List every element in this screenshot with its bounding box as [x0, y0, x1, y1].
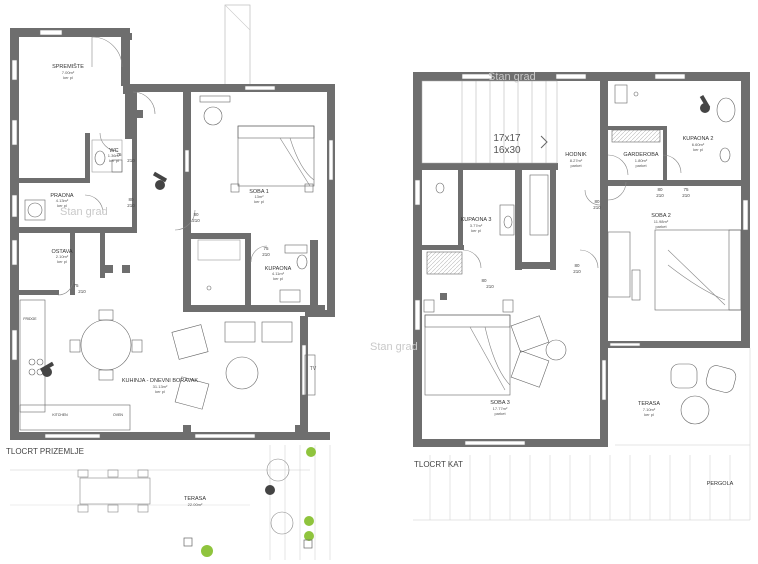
appliance-labels: FRIDGE KITCHEN OVEN TV	[23, 317, 316, 417]
ground-floor-title: TLOCRT PRIZEMLJE	[6, 447, 84, 456]
room-area: 3.77m²	[470, 223, 483, 228]
ground-terrace	[10, 445, 331, 560]
room-name: KUPAONA 3	[461, 217, 492, 223]
room-area: 22.00m²	[188, 502, 203, 507]
door-height: 210	[486, 284, 494, 289]
room-name: OSTAVA	[51, 249, 72, 255]
room-area: 6.60m²	[692, 142, 705, 147]
room-floor: ker pl	[273, 276, 283, 281]
door-width: 75	[683, 187, 689, 192]
upper-floor-plan	[413, 72, 751, 521]
room-area: 1.80m²	[635, 158, 648, 163]
pergola-label: PERGOLA	[707, 481, 734, 487]
oven-label: OVEN	[113, 413, 123, 417]
room-name: KUPAONA	[265, 266, 292, 272]
room-name: WC	[109, 148, 118, 154]
room-floor: ker pl	[57, 259, 67, 264]
ground-floor-labels: SPREMIŠTE 7.00m² ker pl WC 1.36m² ker pl…	[50, 63, 291, 507]
ground-door-dimensions: 75 210 80 210 80 210 75 210 75 210	[73, 152, 270, 294]
room-area: 17.77m²	[493, 406, 508, 411]
room-floor: parket	[494, 411, 506, 416]
room-area: 7.10m²	[643, 407, 656, 412]
stair-step-size: 17x17	[493, 133, 521, 144]
room-name: SPREMIŠTE	[52, 63, 84, 70]
fridge-label: FRIDGE	[23, 317, 37, 321]
room-name: PRAONA	[50, 193, 74, 199]
door-height: 210	[593, 205, 601, 210]
room-area: 8.27m²	[570, 158, 583, 163]
watermark: Stan grad	[370, 341, 418, 353]
room-name: GARDEROBA	[623, 152, 658, 158]
planter-plants	[201, 447, 316, 557]
watermark: Stan grad	[488, 71, 536, 83]
upper-floor-fixtures	[423, 84, 742, 396]
door-height: 210	[127, 203, 135, 208]
staircase	[421, 80, 558, 164]
door-width: 80	[481, 278, 487, 283]
room-floor: ker pl	[63, 75, 73, 80]
upper-floor-title: TLOCRT KAT	[414, 460, 463, 469]
room-floor: ker pl	[57, 203, 67, 208]
room-area: 13m²	[254, 194, 264, 199]
watermark: Stan grad	[60, 206, 108, 218]
kitchen-label: KITCHEN	[52, 413, 68, 417]
room-floor: ker pl	[693, 147, 703, 152]
room-area: 1.36m²	[108, 153, 121, 158]
room-floor: parket	[635, 163, 647, 168]
room-name: SOBA 2	[651, 213, 671, 219]
upper-terrace	[413, 348, 751, 521]
tv-label: TV	[310, 366, 317, 372]
room-floor: parket	[655, 224, 667, 229]
door-width: 80	[193, 212, 199, 217]
door-width: 80	[657, 187, 663, 192]
room-floor: ker pl	[471, 228, 481, 233]
door-width: 80	[128, 197, 134, 202]
stair-tread-size: 16x30	[493, 145, 521, 156]
room-floor: parket	[570, 163, 582, 168]
door-height: 210	[262, 252, 270, 257]
room-area: 2.10m²	[56, 254, 69, 259]
room-floor: ker pl	[644, 412, 654, 417]
room-floor: ker pl	[254, 199, 264, 204]
room-area: 7.00m²	[62, 70, 75, 75]
door-width: 75	[116, 152, 122, 157]
door-height: 210	[78, 289, 86, 294]
room-area: 4.13m²	[56, 198, 69, 203]
door-height: 210	[573, 269, 581, 274]
door-width: 75	[263, 246, 269, 251]
ground-floor-fixtures	[19, 95, 316, 431]
upper-door-dimensions: 75 210 80 210 80 210 80 210 80 210	[481, 187, 690, 289]
upper-floor-walls	[413, 72, 750, 447]
room-name: HODNIK	[565, 152, 587, 158]
room-name: TERASA	[184, 496, 206, 502]
room-area: 11.98m²	[654, 219, 669, 224]
room-name: SOBA 3	[490, 400, 510, 406]
door-height: 210	[192, 218, 200, 223]
room-area: 4.11m²	[272, 271, 285, 276]
door-width: 75	[73, 283, 79, 288]
door-height: 210	[127, 158, 135, 163]
upper-floor-labels: HODNIK 8.27m² parket KUPAONA 2 6.60m² ke…	[461, 136, 714, 417]
door-width: 80	[594, 199, 600, 204]
room-name: KUPAONA 2	[683, 136, 714, 142]
stair-dimensions: 17x17 16x30	[493, 133, 521, 156]
room-name: SOBA 1	[249, 189, 269, 195]
watermarks: Stan grad Stan grad Stan grad	[60, 71, 536, 353]
room-area: 31.13m²	[153, 384, 168, 389]
room-floor: ker pl	[155, 389, 165, 394]
ground-floor-plan	[10, 4, 335, 560]
door-height: 210	[656, 193, 664, 198]
canopy-outline	[224, 4, 251, 86]
door-height: 210	[682, 193, 690, 198]
door-width: 80	[574, 263, 580, 268]
room-name: TERASA	[638, 401, 660, 407]
room-floor: ker pl	[109, 158, 119, 163]
room-name: KUHINJA - DNEVNI BORAVAK	[122, 378, 199, 384]
